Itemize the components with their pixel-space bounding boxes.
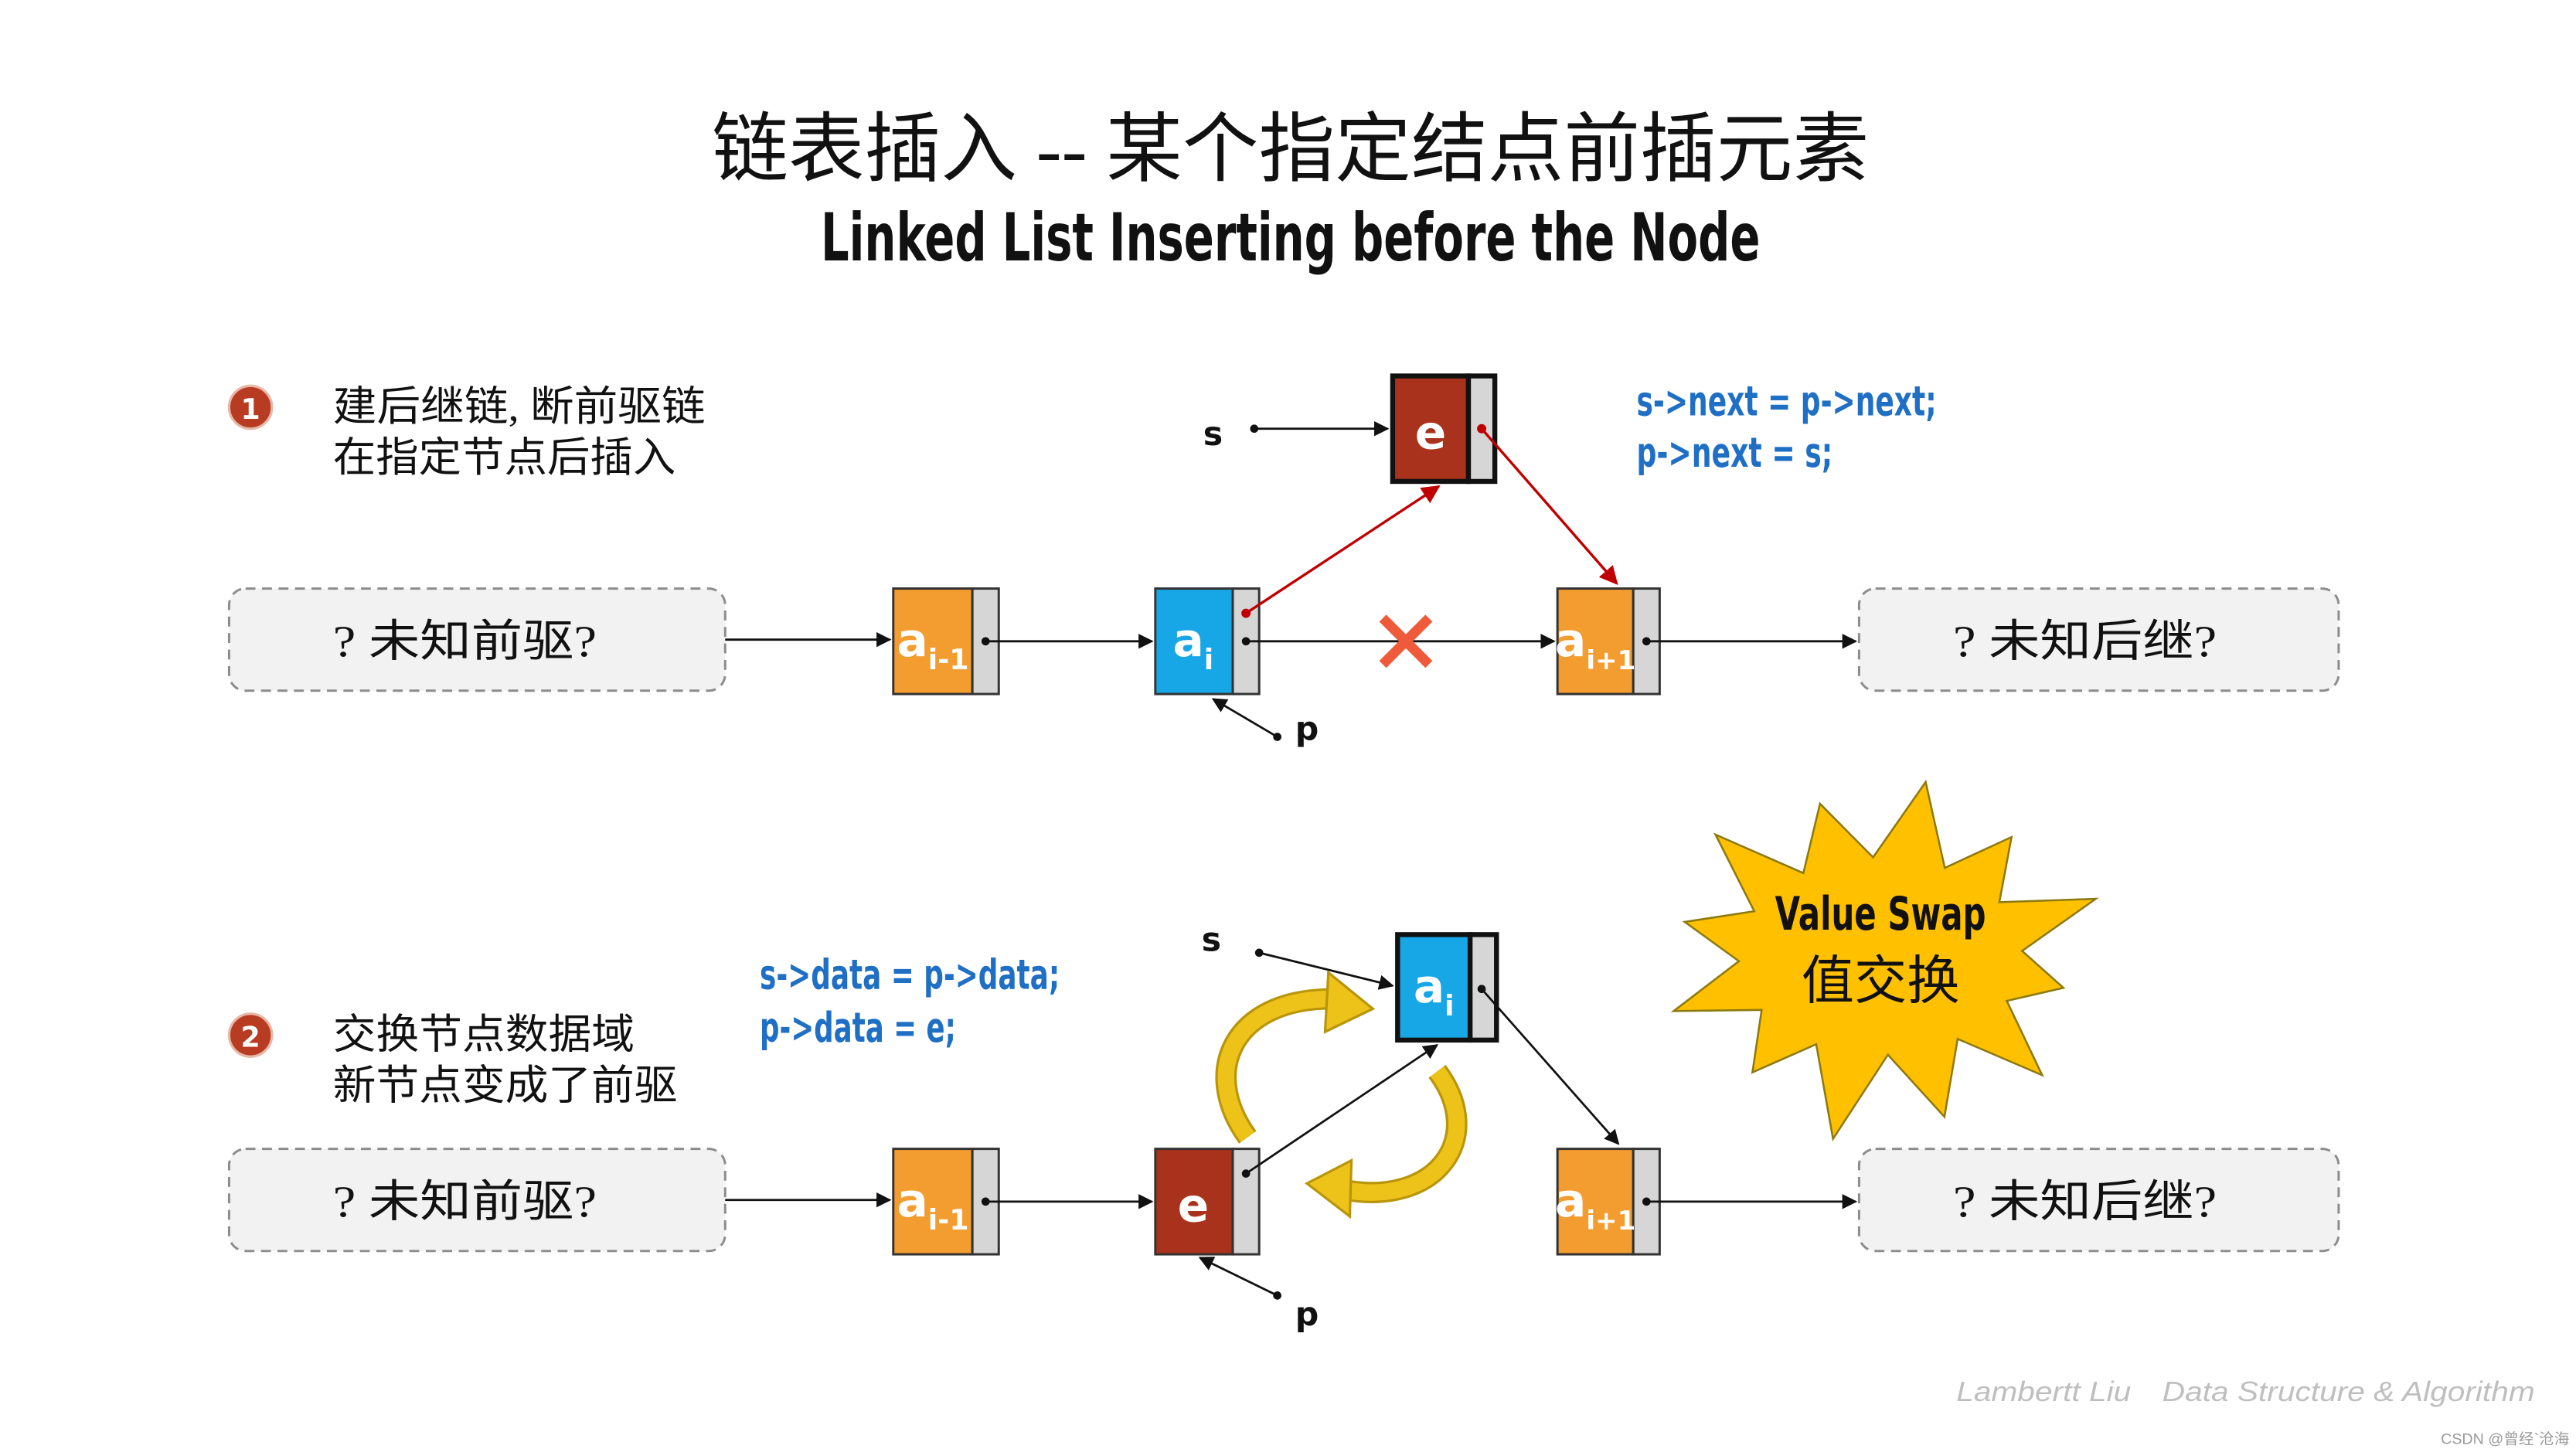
- unknown-prev-box: [227, 587, 727, 692]
- pointer-s-label: s: [1202, 921, 1221, 960]
- watermark-author: Lambertt Liu: [1956, 1376, 2131, 1407]
- node-a-i-plus-1: ai+1: [1555, 1148, 1661, 1256]
- step-2-code-2: p->data = e;: [760, 1004, 956, 1052]
- node-label: ai: [1414, 961, 1455, 1022]
- step-1-line-2: 在指定节点后插入: [333, 434, 676, 481]
- code-text: s->next = p->next;: [1637, 378, 1937, 426]
- step-2-line-1: 交换节点数据域: [333, 1012, 635, 1058]
- node-label: e: [1415, 406, 1446, 460]
- node-label-main: a: [897, 1175, 927, 1228]
- code-text: s->data = p->data;: [760, 951, 1060, 999]
- unknown-next-label: ? 未知后继?: [1953, 617, 2217, 666]
- unknown-prev-label: ? 未知前驱?: [333, 1178, 597, 1226]
- pointer-s-arrow: [1258, 951, 1394, 990]
- node-data-field: [1390, 373, 1472, 485]
- node-label-sub: i-1: [928, 1203, 969, 1236]
- node-next-field: [1231, 1148, 1261, 1256]
- step-1-code-1: s->next = p->next;: [1637, 378, 1937, 426]
- watermark-topic: Data Structure & Algorithm: [2163, 1376, 2535, 1407]
- swap-arrow-head: [1323, 970, 1376, 1034]
- node-label: ai+1: [1555, 1175, 1635, 1236]
- link-e-to-a-i: [1245, 1044, 1439, 1175]
- title-en: Linked List Inserting before the Node: [821, 200, 1760, 277]
- node-e-new: e: [1390, 373, 1498, 485]
- watermark-csdn: CSDN @曾经`沧海: [2441, 1430, 2569, 1447]
- unknown-prev-label: ? 未知前驱?: [333, 617, 597, 666]
- pointer-s-label: s: [1203, 415, 1223, 454]
- node-label-sub: i: [1445, 989, 1454, 1022]
- step-badge-1-number: 1: [241, 393, 260, 426]
- step-1-line-1: 建后继链, 断前驱链: [333, 383, 706, 430]
- step-badge-2: [227, 1012, 274, 1058]
- node-data-field: [1154, 587, 1234, 696]
- step-1-code-2: p->next = s;: [1637, 429, 1833, 477]
- starburst-shape: [1670, 779, 2099, 1141]
- code-text: p->next = s;: [1637, 429, 1833, 477]
- step-2-line-2: 新节点变成了前驱: [333, 1063, 678, 1109]
- pointer-p-label: p: [1295, 710, 1319, 749]
- step-2: 2 交换节点数据域 新节点变成了前驱 s->data = p->data; p-…: [227, 921, 2340, 1334]
- swap-arrow-body: [1343, 1066, 1465, 1201]
- node-label: ai: [1173, 614, 1214, 676]
- step-badge-2-number: 2: [241, 1020, 260, 1053]
- unknown-next-box: [1857, 587, 2340, 692]
- pointer-p-arrow: [1211, 698, 1278, 738]
- node-label: ai-1: [897, 1175, 968, 1236]
- pointer-s-dot: [1254, 948, 1264, 957]
- pointer-p-arrow: [1198, 1257, 1278, 1297]
- node-a-i-minus-1: ai-1: [892, 1148, 1000, 1256]
- node-a-i-plus-1: ai+1: [1555, 587, 1661, 696]
- unknown-prev-box: [227, 1148, 727, 1253]
- node-label: e: [1178, 1179, 1209, 1233]
- swap-arrow-up-icon: [1215, 970, 1376, 1144]
- node-label-sub: i+1: [1586, 1206, 1635, 1236]
- node-a-i: ai: [1154, 587, 1261, 696]
- node-data-field: [892, 1148, 974, 1256]
- node-label-main: a: [1414, 961, 1445, 1014]
- cross-icon: [1379, 614, 1433, 668]
- code-text: p->data = e;: [760, 1004, 956, 1052]
- starburst-line-1: Value Swap: [1775, 888, 1986, 941]
- link-a-i-to-a-i-plus-1: [1481, 988, 1620, 1145]
- value-swap-starburst: Value Swap 值交换: [1670, 779, 2099, 1141]
- unknown-next-box: [1857, 1148, 2340, 1253]
- title-zh: 链表插入 -- 某个指定结点前插元素: [712, 108, 1869, 192]
- node-a-i-swapped: ai: [1395, 932, 1499, 1043]
- pointer-p-label: p: [1295, 1295, 1319, 1334]
- node-data-field: [892, 587, 974, 696]
- node-label-main: a: [1555, 1175, 1586, 1228]
- swap-arrow-head: [1305, 1158, 1353, 1219]
- link-e-to-a-i-plus-1: [1480, 427, 1618, 585]
- node-label-main: a: [897, 614, 927, 668]
- node-a-i-minus-1: ai-1: [892, 587, 1000, 696]
- node-label-sub: i-1: [928, 643, 969, 676]
- node-e-swapped: e: [1154, 1148, 1261, 1256]
- node-label-main: a: [1555, 614, 1586, 668]
- step-badge-1: [227, 384, 274, 430]
- node-label: ai+1: [1555, 614, 1635, 676]
- step-2-code-1: s->data = p->data;: [760, 951, 1060, 999]
- swap-arrow-body: [1217, 990, 1332, 1142]
- unknown-next-label: ? 未知后继?: [1953, 1178, 2217, 1226]
- node-label-main: a: [1173, 614, 1204, 668]
- node-data-field: [1556, 587, 1635, 696]
- step-1: 1 建后继链, 断前驱链 在指定节点后插入 s->next = p->next;…: [227, 373, 2340, 749]
- starburst-line-2: 值交换: [1802, 952, 1960, 1011]
- node-label-sub: i: [1204, 643, 1213, 676]
- node-label-sub: i+1: [1586, 645, 1635, 676]
- swap-arrow-down-icon: [1305, 1065, 1468, 1219]
- node-label: ai-1: [897, 614, 968, 676]
- link-a-i-to-e: [1245, 485, 1441, 614]
- node-data-field: [1556, 1148, 1635, 1256]
- cross-stroke: [1379, 614, 1433, 668]
